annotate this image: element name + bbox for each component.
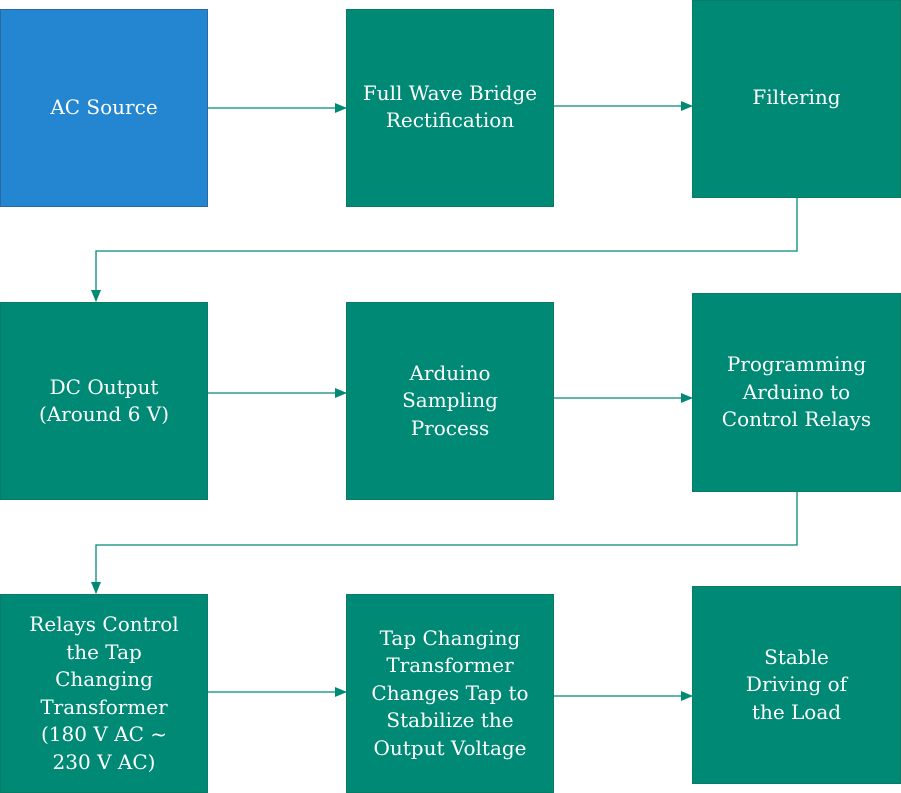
node-relays: Relays Control the Tap Changing Transfor…	[0, 594, 208, 793]
node-sampling-label: Arduino Sampling Process	[402, 360, 498, 440]
node-dc-output-label: DC Output (Around 6 V)	[38, 374, 170, 427]
node-programming-label: Programming Arduino to Control Relays	[721, 352, 872, 432]
node-rectification: Full Wave Bridge Rectification	[346, 9, 554, 207]
node-dc-output: DC Output (Around 6 V)	[0, 302, 208, 500]
node-load-label: Stable Driving of the Load	[745, 644, 848, 724]
node-tap-changing: Tap Changing Transformer Changes Tap to …	[346, 594, 554, 793]
node-filtering: Filtering	[692, 0, 901, 198]
node-tap-changing-label: Tap Changing Transformer Changes Tap to …	[371, 625, 529, 760]
node-programming: Programming Arduino to Control Relays	[692, 293, 901, 492]
arrow-programming-to-relays	[91, 492, 798, 594]
node-load: Stable Driving of the Load	[692, 586, 901, 784]
node-ac-source-label: AC Source	[50, 95, 158, 120]
node-sampling: Arduino Sampling Process	[346, 302, 554, 500]
node-rectification-label: Full Wave Bridge Rectification	[362, 80, 538, 133]
arrow-filtering-to-dc-output	[91, 198, 798, 302]
node-relays-label: Relays Control the Tap Changing Transfor…	[29, 612, 179, 774]
node-filtering-label: Filtering	[752, 85, 841, 110]
node-ac-source: AC Source	[0, 9, 208, 207]
